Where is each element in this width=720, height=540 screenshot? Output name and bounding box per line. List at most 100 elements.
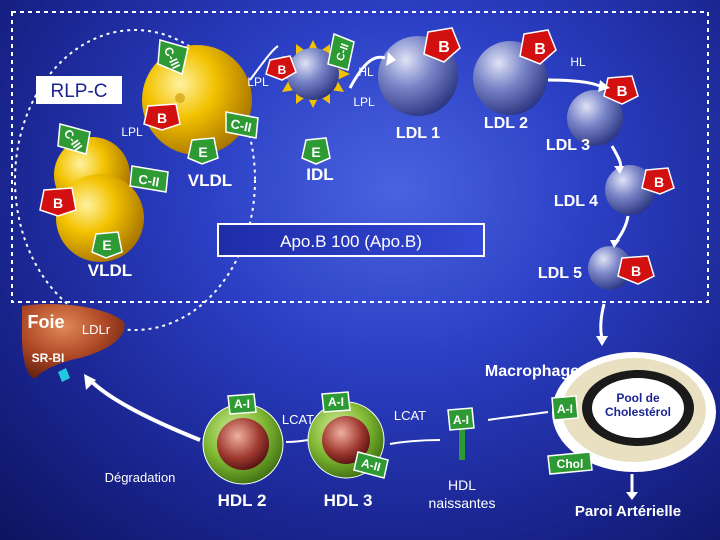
apo-e-label: E bbox=[198, 144, 207, 160]
ldl4-label: LDL 4 bbox=[554, 193, 598, 210]
apo-cii-tag-rlp bbox=[129, 165, 169, 193]
apo-cii-tag-idl bbox=[327, 32, 355, 71]
apo-b-tag-vldl bbox=[143, 103, 181, 131]
macrophage-label: Macrophage bbox=[485, 363, 579, 380]
apo-e-tag-vldl bbox=[187, 137, 219, 165]
apo-ai-tag-hdl3 bbox=[321, 391, 351, 413]
arrowhead bbox=[626, 492, 638, 500]
apo-aii-label: A-II bbox=[360, 456, 382, 475]
apob100-box bbox=[217, 223, 485, 257]
hdl2-label: HDL 2 bbox=[218, 491, 267, 510]
apo-b-tag-idl bbox=[265, 55, 297, 81]
arrow-ldl5-macrophage bbox=[599, 303, 606, 339]
apo-ai-label: A-I bbox=[557, 402, 573, 416]
apo-ciii-tag-rlp bbox=[57, 123, 91, 155]
arrow-hdl2-liver bbox=[88, 378, 201, 442]
lpl-label-1: LPL bbox=[247, 75, 269, 89]
apo-ai-tag-hdl2 bbox=[227, 393, 257, 415]
apo-ai-tag-macrophage bbox=[551, 395, 579, 421]
plasma-frame bbox=[11, 11, 709, 303]
vldl-particle-small bbox=[56, 174, 144, 262]
apo-b-label: B bbox=[157, 110, 167, 126]
liver-shape bbox=[22, 303, 125, 379]
apo-aii-tag-hdl3 bbox=[353, 451, 389, 479]
apo-b-label: B bbox=[278, 63, 287, 77]
arrowhead bbox=[614, 166, 624, 174]
vldl-label-bottom: VLDL bbox=[88, 261, 132, 280]
apo-b-tag-ldl4 bbox=[641, 167, 675, 195]
ldl2-label: LDL 2 bbox=[484, 115, 528, 132]
arrow-macrophage-hdl bbox=[487, 411, 549, 421]
degradation-label: Dégradation bbox=[105, 470, 176, 485]
apo-ai-label: A-I bbox=[453, 413, 469, 427]
ldl4-particle bbox=[605, 165, 655, 215]
apo-b-label: B bbox=[53, 195, 63, 211]
apo-b-tag-rlp bbox=[39, 187, 77, 217]
apo-b-tag-ldl1 bbox=[423, 27, 461, 63]
hdl2-core bbox=[217, 418, 269, 470]
vldl-label-top: VLDL bbox=[188, 171, 232, 190]
idl-core bbox=[287, 48, 339, 100]
arrow-ldl2-ldl3 bbox=[547, 78, 601, 88]
apo-b-tag-ldl2 bbox=[519, 29, 557, 65]
apo-b-label: B bbox=[438, 39, 450, 56]
arrowhead bbox=[598, 80, 610, 92]
vldl-core-dot bbox=[175, 93, 185, 103]
arrow-ldl4-ldl5 bbox=[614, 215, 630, 243]
arrow-idl-ldl1 bbox=[348, 55, 386, 89]
ldl5-particle bbox=[588, 246, 632, 290]
apo-e-tag-idl bbox=[301, 137, 331, 165]
ldlr-label: LDLr bbox=[82, 322, 111, 337]
chol-tag bbox=[547, 451, 593, 475]
lcat-label-2: LCAT bbox=[394, 408, 426, 423]
apo-e-tag-rlp bbox=[91, 231, 123, 259]
apo-e-label: E bbox=[102, 237, 111, 253]
arrowhead bbox=[596, 336, 608, 346]
arrow-ldl3-ldl4 bbox=[610, 145, 623, 169]
srbi-receptor bbox=[58, 368, 70, 382]
ldl3-particle bbox=[567, 90, 623, 146]
rlpc-outline bbox=[14, 29, 256, 331]
apo-ai-label: A-I bbox=[328, 395, 344, 409]
apo-cii-label: C-II bbox=[137, 171, 160, 189]
cholesterol-pool bbox=[592, 378, 684, 438]
arrowhead bbox=[84, 374, 96, 390]
pool-label-2: Cholestérol bbox=[605, 405, 671, 419]
apo-e-label: E bbox=[311, 144, 320, 160]
hl-label-2: HL bbox=[570, 55, 586, 69]
srbi-label: SR-BI bbox=[32, 351, 65, 365]
apo-cii-label: C-II bbox=[229, 116, 253, 135]
ldl3-label: LDL 3 bbox=[546, 137, 590, 154]
lpl-label-3: LPL bbox=[353, 95, 375, 109]
hdl-naissantes-label-2: naissantes bbox=[429, 495, 496, 511]
apo-b-tag-ldl3 bbox=[603, 75, 639, 105]
apo-cii-tag-vldl bbox=[225, 111, 259, 139]
apo-b-label: B bbox=[631, 263, 641, 279]
hdl3-label: HDL 3 bbox=[324, 491, 373, 510]
arrow-nascent-hdl3 bbox=[389, 439, 441, 445]
apo-ciii-tag-vldl bbox=[157, 39, 189, 76]
pool-label-1: Pool de bbox=[616, 391, 660, 405]
apo-b-label: B bbox=[534, 41, 546, 58]
chol-label: Chol bbox=[557, 457, 584, 471]
apo-b-label: B bbox=[654, 174, 664, 190]
arrow-vldl-idl bbox=[249, 45, 279, 81]
lcat-label-1: LCAT bbox=[282, 412, 314, 427]
ldl1-label: LDL 1 bbox=[396, 125, 440, 142]
rlpc-box bbox=[36, 76, 122, 104]
paroi-label: Paroi Artérielle bbox=[575, 503, 681, 520]
arrow-hdl3-hdl2 bbox=[285, 439, 309, 443]
ldl5-label: LDL 5 bbox=[538, 265, 582, 282]
idl-label: IDL bbox=[306, 165, 333, 184]
foie-label: Foie bbox=[27, 312, 64, 332]
apob100-label: Apo.B 100 (Apo.B) bbox=[280, 232, 422, 251]
apo-ai-label: A-I bbox=[234, 397, 250, 411]
apo-cii-label: C-II bbox=[334, 42, 351, 63]
apo-b-tag-ldl5 bbox=[617, 255, 655, 285]
arrowhead bbox=[610, 240, 620, 248]
apo-b-label: B bbox=[617, 83, 628, 100]
arrowhead bbox=[386, 52, 396, 66]
hdl-naissantes-label-1: HDL bbox=[448, 477, 476, 493]
